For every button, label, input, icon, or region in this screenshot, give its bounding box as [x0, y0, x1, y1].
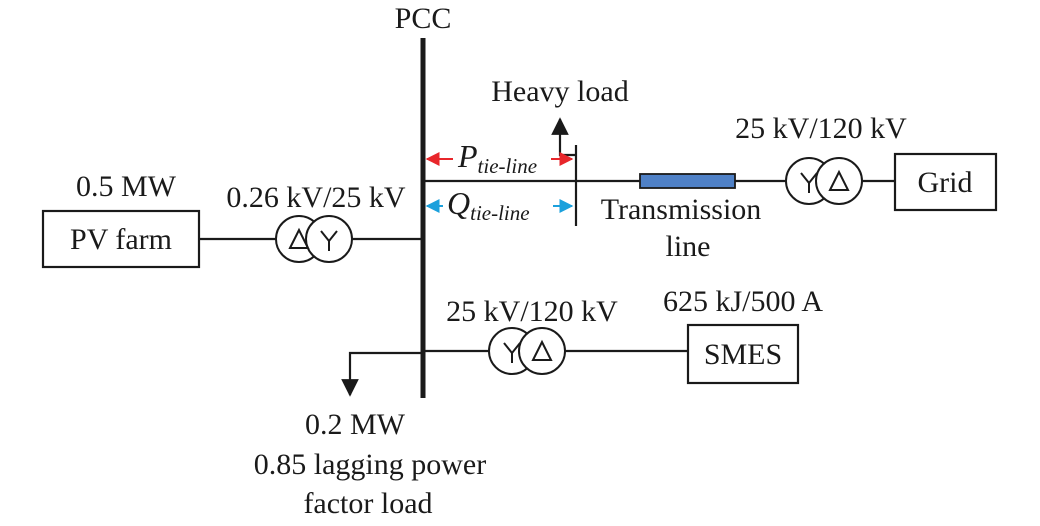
transmission-line-symbol	[639, 173, 736, 189]
pf-load-label-2: 0.85 lagging power	[254, 448, 486, 481]
smes-rating: 625 kJ/500 A	[663, 285, 823, 318]
p-tie-line-label: Ptie-line	[457, 138, 537, 178]
smes-transformer-icon	[488, 327, 566, 375]
grid-transformer-icon	[785, 157, 863, 205]
transmission-line-label-1: Transmission	[601, 193, 762, 226]
grid-label: Grid	[918, 166, 973, 199]
grid-transformer-label: 25 kV/120 kV	[735, 112, 907, 145]
q-tie-line-label: Qtie-line	[447, 185, 530, 225]
heavy-load-label: Heavy load	[491, 75, 628, 108]
smes-box	[686, 323, 800, 385]
pv-rating: 0.5 MW	[76, 170, 177, 203]
transmission-line-label-2: line	[666, 230, 711, 263]
pcc-label: PCC	[395, 2, 452, 35]
pv-transformer-label: 0.26 kV/25 kV	[226, 181, 406, 214]
p-label-bg	[453, 140, 551, 174]
pf-load-label-3: factor load	[303, 487, 432, 520]
pf-load-arrow	[341, 351, 423, 397]
grid-box	[893, 152, 998, 212]
smes-label: SMES	[704, 338, 782, 371]
heavy-load-arrow	[551, 117, 576, 157]
pv-transformer-icon	[275, 215, 353, 263]
smes-transformer-label: 25 kV/120 kV	[446, 295, 618, 328]
pv-farm-label: PV farm	[70, 223, 172, 256]
pf-load-label-1: 0.2 MW	[305, 408, 406, 441]
q-label-bg	[443, 188, 553, 224]
